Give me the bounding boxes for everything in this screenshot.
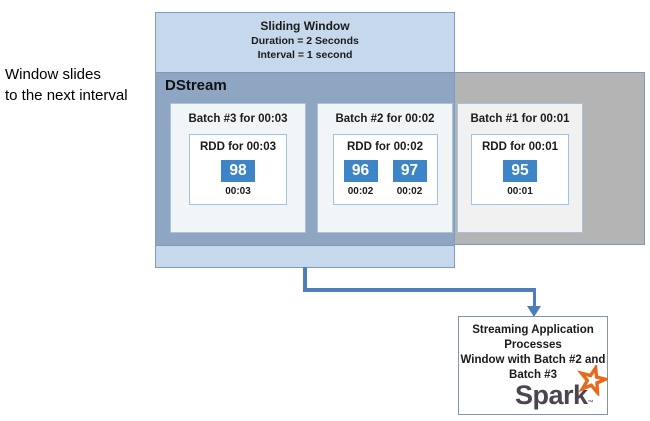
processor-line: Batch #3 (509, 369, 557, 381)
rdd-value: 96 (343, 160, 378, 182)
note-line-2: to the next interval (5, 87, 128, 104)
rdd-value: 97 (392, 160, 427, 182)
streaming-application-box: Streaming Application Processes Window w… (458, 316, 608, 415)
dstream-label: DStream (165, 77, 227, 94)
spark-logo-text: Spark (514, 380, 588, 410)
batch-1-title: Batch #1 for 00:01 (470, 113, 570, 125)
sliding-window-interval: Interval = 1 second (257, 49, 353, 61)
rdd-time: 00:01 (507, 186, 533, 197)
batch-3-box: Batch #3 for 00:03 RDD for 00:03 98 00:0… (170, 103, 306, 233)
sliding-window-header: Sliding Window Duration = 2 Seconds Inte… (156, 13, 454, 61)
rdd-time: 00:02 (347, 186, 374, 197)
batch-1-rdd-title: RDD for 00:01 (481, 141, 559, 153)
rdd-item: 95 00:01 (503, 160, 537, 197)
processor-line: Processes (504, 339, 562, 351)
connector-arrow-vertical-start (303, 267, 307, 291)
rdd-item: 97 00:02 (392, 160, 427, 197)
spark-trademark: ™ (587, 400, 594, 406)
rdd-item: 98 00:03 (221, 160, 255, 197)
connector-arrow-horizontal (303, 288, 536, 292)
batch-2-rdd-items: 96 00:02 97 00:02 (343, 160, 427, 197)
batch-2-rdd-box: RDD for 00:02 96 00:02 97 00:02 (332, 134, 438, 205)
batch-3-title: Batch #3 for 00:03 (188, 113, 288, 125)
note-line-1: Window slides (5, 66, 101, 83)
rdd-value: 95 (503, 160, 537, 182)
rdd-value: 98 (221, 160, 255, 182)
batch-2-rdd-title: RDD for 00:02 (346, 141, 424, 153)
rdd-time: 00:02 (396, 186, 423, 197)
batch-3-rdd-title: RDD for 00:03 (199, 141, 277, 153)
batch-1-rdd-items: 95 00:01 (482, 160, 558, 197)
window-slides-note: Window slides to the next interval (5, 64, 157, 106)
batch-3-rdd-items: 98 00:03 (200, 160, 276, 197)
connector-arrow-vertical-end (532, 288, 536, 307)
batch-3-rdd-box: RDD for 00:03 98 00:03 (188, 134, 288, 205)
batch-1-rdd-box: RDD for 00:01 95 00:01 (470, 134, 570, 205)
rdd-time: 00:03 (225, 186, 251, 197)
batch-2-box: Batch #2 for 00:02 RDD for 00:02 96 00:0… (317, 103, 453, 233)
spark-logo: Spark™ (514, 365, 608, 411)
spark-star-icon (577, 365, 608, 396)
processor-line: Window with Batch #2 and (460, 354, 606, 366)
batch-1-box: Batch #1 for 00:01 RDD for 00:01 95 00:0… (457, 103, 583, 233)
rdd-item: 96 00:02 (343, 160, 378, 197)
processor-text: Streaming Application Processes Window w… (459, 317, 607, 383)
arrow-down-icon (527, 306, 541, 317)
processor-line: Streaming Application (472, 324, 594, 336)
sliding-window-title: Sliding Window (260, 19, 350, 33)
batch-2-title: Batch #2 for 00:02 (335, 113, 435, 125)
sliding-window-duration: Duration = 2 Seconds (251, 35, 359, 47)
